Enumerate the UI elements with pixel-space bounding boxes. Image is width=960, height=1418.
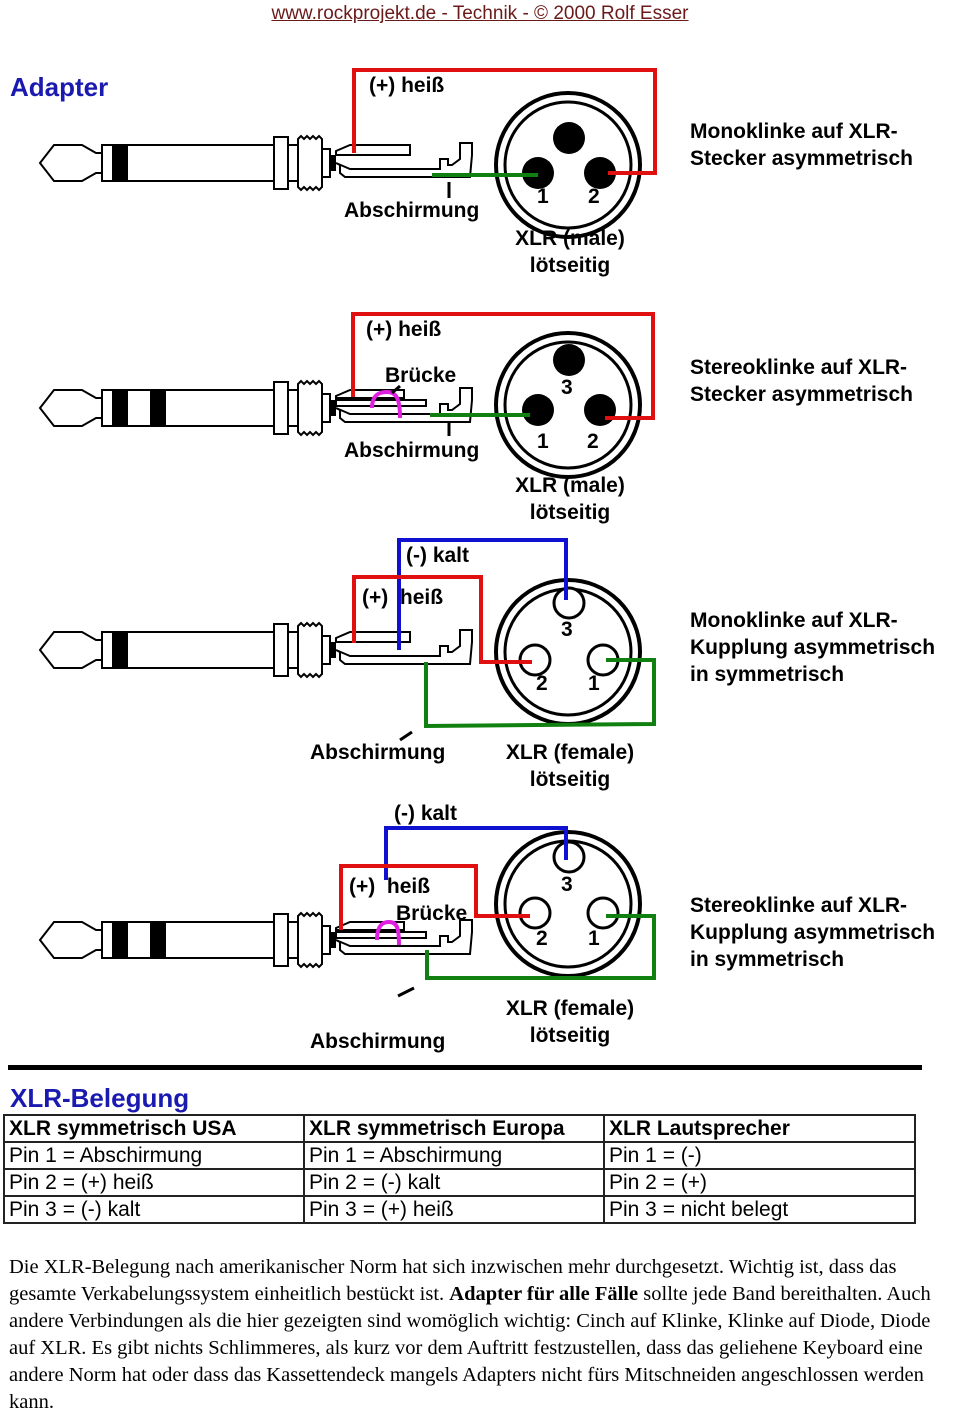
table-row: Pin 1 = Abschirmung Pin 1 = Abschirmung … xyxy=(3,1141,916,1170)
pin-number: 1 xyxy=(588,672,600,695)
table-cell: Pin 2 = (-) kalt xyxy=(303,1168,605,1197)
pin-number: 3 xyxy=(561,873,573,896)
hot-wire xyxy=(351,312,655,420)
table-cell: Pin 1 = Abschirmung xyxy=(3,1141,305,1170)
pinout-table: XLR symmetrisch USA XLR symmetrisch Euro… xyxy=(3,1114,916,1224)
diagram-description: Monoklinke auf XLR-Stecker asymmetrisch xyxy=(690,120,913,170)
hot-wire xyxy=(339,864,530,930)
table-cell: Pin 3 = (+) heiß xyxy=(303,1195,605,1224)
shield-wire xyxy=(424,658,656,729)
shield-wire xyxy=(425,914,656,980)
table-cell: Pin 3 = (-) kalt xyxy=(3,1195,305,1224)
explanation-paragraph: Die XLR-Belegung nach amerikanischer Nor… xyxy=(9,1256,931,1413)
connector-label: XLR (male)lötseitig xyxy=(515,474,625,524)
pin-number: 1 xyxy=(537,430,549,453)
hot-label: (+) heiß xyxy=(366,318,442,341)
page-header: www.rockprojekt.de - Technik - © 2000 Ro… xyxy=(0,3,960,25)
diagram-description: Stereoklinke auf XLR-Stecker asymmetrisc… xyxy=(690,356,913,406)
connector-label: XLR (female)lötseitig xyxy=(505,741,635,791)
adapter-heading: Adapter xyxy=(10,72,109,102)
pinout-heading: XLR-Belegung xyxy=(10,1083,190,1113)
pin-number: 1 xyxy=(588,927,600,950)
emphasis-text: Adapter für alle Fälle xyxy=(449,1283,639,1305)
cold-wire xyxy=(397,538,568,650)
connector-label: XLR (female)lötseitig xyxy=(505,997,635,1047)
stereo-jack-plug-icon xyxy=(39,380,473,436)
table-cell: Pin 3 = nicht belegt xyxy=(603,1195,916,1224)
diagram-4 xyxy=(39,826,656,998)
pin-number: 3 xyxy=(561,130,573,153)
shield-label: Abschirmung xyxy=(344,439,480,462)
column-header: XLR symmetrisch USA xyxy=(3,1114,305,1143)
section-divider xyxy=(8,1065,922,1070)
table-row: Pin 3 = (-) kalt Pin 3 = (+) heiß Pin 3 … xyxy=(3,1195,916,1224)
shield-label: Abschirmung xyxy=(310,1030,446,1053)
connector-label: XLR (male)lötseitig xyxy=(515,227,625,277)
cold-wire xyxy=(384,826,568,880)
mono-jack-plug-icon xyxy=(39,135,473,191)
pin-number: 2 xyxy=(536,927,548,950)
cold-label: (-) kalt xyxy=(406,544,469,567)
hot-label: (+) heiß xyxy=(349,875,431,898)
credit-link[interactable]: www.rockprojekt.de - Technik - © 2000 Ro… xyxy=(271,3,689,24)
diagram-1 xyxy=(39,68,657,239)
pin-number: 2 xyxy=(587,430,599,453)
table-header-row: XLR symmetrisch USA XLR symmetrisch Euro… xyxy=(3,1114,916,1143)
diagram-description: Monoklinke auf XLR-Kupplung asymmetrisch… xyxy=(690,609,936,686)
shield-label: Abschirmung xyxy=(310,741,446,764)
bridge-wire xyxy=(375,919,401,946)
table-cell: Pin 2 = (+) heiß xyxy=(3,1168,305,1197)
table-cell: Pin 2 = (+) xyxy=(603,1168,916,1197)
hot-wire xyxy=(352,575,532,664)
pin-number: 2 xyxy=(536,672,548,695)
wiring-diagrams xyxy=(39,68,657,998)
pin-number: 1 xyxy=(537,185,549,208)
bridge-wire xyxy=(370,389,402,419)
bridge-label: Brücke xyxy=(396,902,468,925)
table-cell: Pin 1 = Abschirmung xyxy=(303,1141,605,1170)
xlr-male-connector-icon xyxy=(494,331,642,479)
bridge-label: Brücke xyxy=(385,364,457,387)
stereo-jack-plug-icon xyxy=(39,912,473,968)
column-header: XLR Lautsprecher xyxy=(603,1114,916,1143)
diagram-2 xyxy=(39,312,655,479)
table-cell: Pin 1 = (-) xyxy=(603,1141,916,1170)
pin-number: 3 xyxy=(561,618,573,641)
mono-jack-plug-icon xyxy=(39,622,473,678)
column-header: XLR symmetrisch Europa xyxy=(303,1114,605,1143)
xlr-male-connector-icon xyxy=(494,91,642,239)
shield-label: Abschirmung xyxy=(344,199,480,222)
hot-label: (+) heiß xyxy=(369,74,445,97)
diagram-description: Stereoklinke auf XLR-Kupplung asymmetris… xyxy=(690,894,936,971)
pin-number: 2 xyxy=(588,185,600,208)
hot-wire xyxy=(352,68,657,175)
cold-label: (-) kalt xyxy=(394,802,457,825)
pin-number: 3 xyxy=(561,376,573,399)
table-row: Pin 2 = (+) heiß Pin 2 = (-) kalt Pin 2 … xyxy=(3,1168,916,1197)
diagram-3 xyxy=(39,538,656,742)
hot-label: (+) heiß xyxy=(362,586,444,609)
